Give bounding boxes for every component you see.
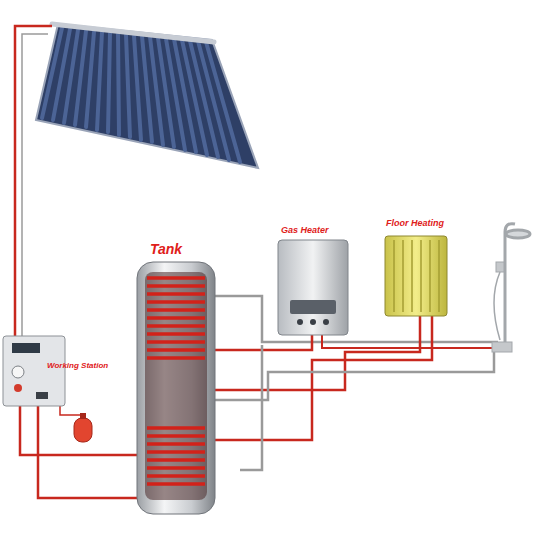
solar-collector (36, 24, 258, 168)
floor-heating-radiator (385, 236, 447, 316)
gas-heater (278, 240, 348, 335)
shower (492, 224, 530, 352)
storage-tank (137, 262, 215, 514)
floor-heating-label: Floor Heating (386, 219, 444, 229)
expansion-vessel (74, 413, 92, 442)
pipes (15, 26, 500, 498)
gas-heater-label: Gas Heater (281, 226, 329, 236)
tank-label: Tank (150, 242, 182, 257)
working-station-label: Working Station (47, 362, 108, 371)
working-station (3, 336, 65, 406)
